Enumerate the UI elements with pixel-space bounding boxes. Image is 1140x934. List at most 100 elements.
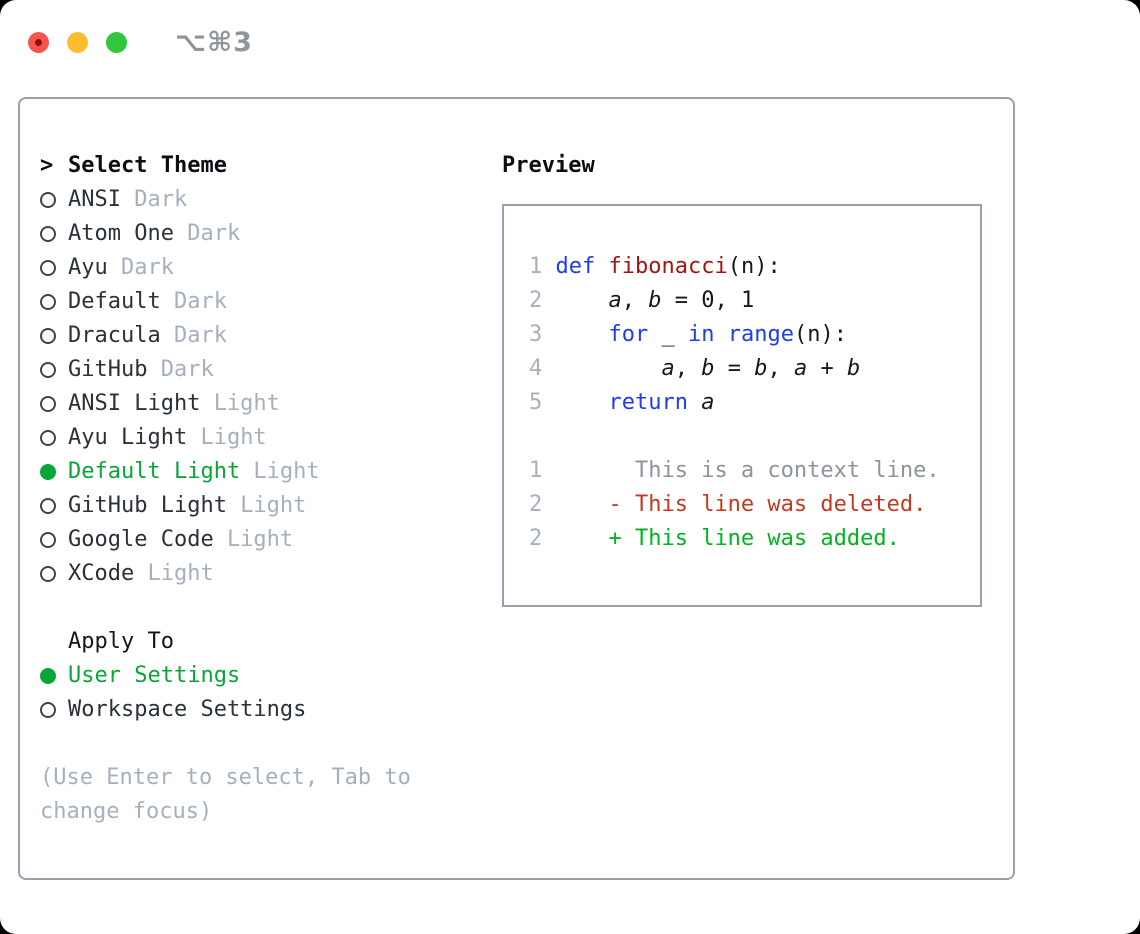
theme-name: GitHub (68, 357, 148, 382)
token-pl (714, 322, 727, 347)
line-number: 2 (529, 526, 556, 551)
radio-icon (40, 702, 68, 718)
token-pl: , (767, 356, 794, 381)
theme-name: Atom One (68, 221, 174, 246)
token-kw: def (555, 254, 596, 279)
theme-variant-tag: Dark (160, 357, 214, 382)
apply-option-workspace-settings[interactable]: Workspace Settings (40, 693, 502, 727)
radio-selected-icon (40, 464, 68, 480)
theme-option-google-code[interactable]: Google Code Light (40, 523, 502, 557)
code-line: 2 a, b = 0, 1 (529, 284, 980, 318)
radio-ring (40, 702, 56, 718)
close-button[interactable] (28, 32, 49, 53)
theme-variant-tag: Light (213, 391, 280, 416)
radio-selected-icon (40, 668, 68, 684)
token-var: b (648, 288, 662, 313)
theme-name: Default (68, 289, 161, 314)
theme-variant-tag: Light (147, 561, 214, 586)
theme-variant-tag: Light (253, 459, 320, 484)
token-pl: (n): (727, 254, 781, 279)
code-line: 3 for _ in range(n): (529, 318, 980, 352)
radio-icon (40, 260, 68, 276)
token-pl: _ (648, 322, 688, 347)
blank-line (529, 420, 980, 454)
token-ctx: This is a context line. (555, 458, 940, 483)
theme-name: Default Light (68, 459, 241, 484)
token-pl (595, 254, 608, 279)
code-line: 1 def fibonacci(n): (529, 250, 980, 284)
theme-option-ansi[interactable]: ANSI Dark (40, 183, 502, 217)
token-var: a (793, 356, 808, 381)
radio-icon (40, 498, 68, 514)
radio-icon (40, 192, 68, 208)
theme-name: ANSI Light (68, 391, 201, 416)
radio-ring (40, 566, 56, 582)
select-theme-heading: > Select Theme (40, 149, 502, 183)
token-var: b (701, 356, 715, 381)
theme-option-default-light[interactable]: Default Light Light (40, 455, 502, 489)
theme-option-xcode[interactable]: XCode Light (40, 557, 502, 591)
radio-icon (40, 430, 68, 446)
token-fn: fibonacci (608, 254, 728, 279)
line-number: 5 (529, 390, 556, 415)
radio-ring (40, 226, 56, 242)
theme-name: ANSI (68, 187, 121, 212)
token-var: a (701, 390, 715, 415)
theme-variant-tag: Dark (134, 187, 188, 212)
apply-to-heading: Apply To (40, 625, 502, 659)
theme-option-github[interactable]: GitHub Dark (40, 353, 502, 387)
line-number: 2 (529, 492, 556, 517)
theme-variant-tag: Light (200, 425, 267, 450)
theme-variant-tag: Light (226, 527, 294, 552)
radio-ring (40, 260, 56, 276)
theme-option-atom-one[interactable]: Atom One Dark (40, 217, 502, 251)
theme-name: Dracula (68, 323, 161, 348)
minimize-button[interactable] (67, 32, 88, 53)
radio-icon (40, 396, 68, 412)
radio-ring (40, 328, 56, 344)
theme-variant-tag: Dark (173, 323, 227, 348)
theme-name: Ayu (68, 255, 108, 280)
radio-icon (40, 226, 68, 242)
token-kw: for (608, 322, 649, 347)
preview-title: Preview (502, 153, 595, 178)
token-pl (556, 288, 609, 313)
token-var: a (608, 288, 622, 313)
token-pl: , (674, 356, 702, 381)
radio-dot (40, 668, 56, 684)
token-pl: = 0, 1 (661, 288, 755, 313)
radio-ring (40, 294, 56, 310)
theme-variant-tag: Light (240, 493, 307, 518)
radio-icon (40, 532, 68, 548)
radio-ring (40, 430, 56, 446)
token-var: a (661, 356, 675, 381)
token-kw: range (727, 322, 794, 347)
radio-ring (40, 192, 56, 208)
added-line: 2 + This line was added. (529, 522, 980, 556)
apply-option-user-settings[interactable]: User Settings (40, 659, 502, 693)
titlebar: ⌥⌘3 (28, 27, 253, 58)
theme-option-ayu[interactable]: Ayu Dark (40, 251, 502, 285)
radio-dot (40, 464, 56, 480)
theme-option-ansi-light[interactable]: ANSI Light Light (40, 387, 502, 421)
token-pl (556, 322, 609, 347)
theme-name: XCode (68, 561, 135, 586)
radio-ring (40, 362, 56, 378)
theme-name: Google Code (68, 527, 214, 552)
apply-to-title: Apply To (68, 629, 174, 654)
token-pl (688, 390, 701, 415)
theme-variant-tag: Dark (120, 255, 174, 280)
theme-option-dracula[interactable]: Dracula Dark (40, 319, 502, 353)
zoom-button[interactable] (106, 32, 127, 53)
radio-ring (40, 532, 56, 548)
theme-variant-tag: Dark (187, 221, 241, 246)
focus-caret-icon: > (40, 153, 54, 178)
token-pl: + (807, 356, 847, 381)
